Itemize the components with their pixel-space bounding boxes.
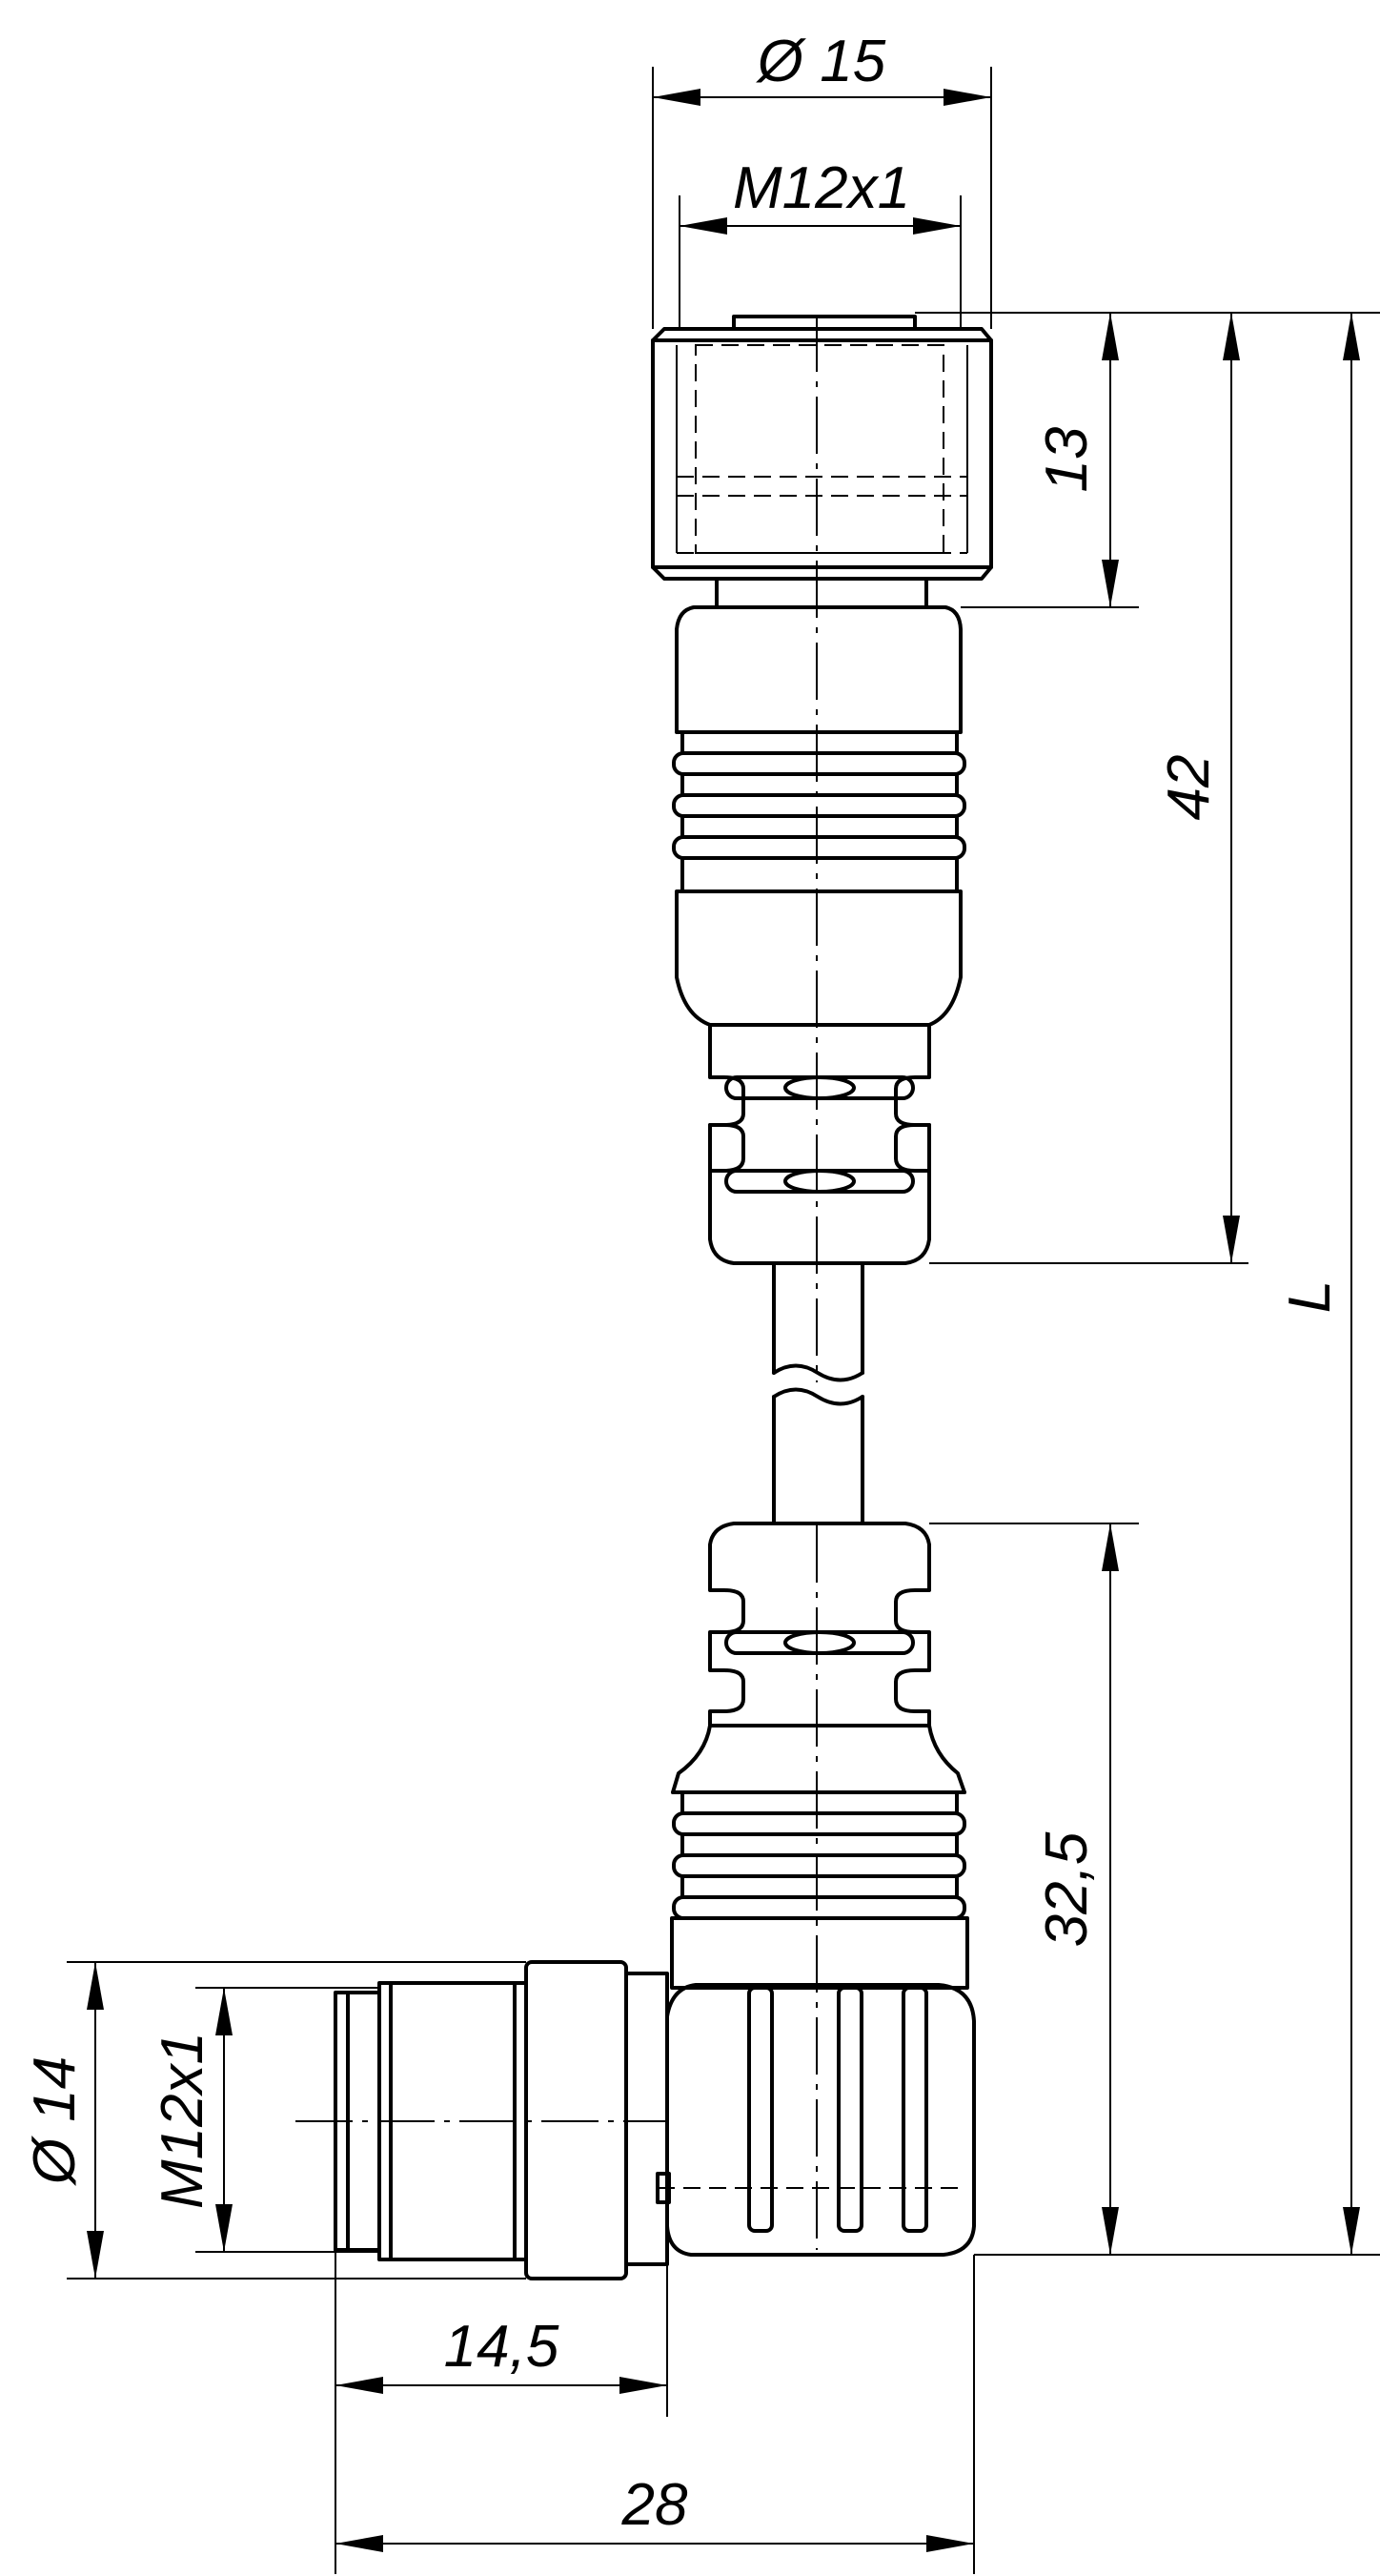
straight-connector (651, 315, 993, 1382)
side-connector (295, 1960, 671, 2280)
dim-straight-connector-length: 42 (1156, 755, 1222, 821)
grip-body (672, 605, 966, 1027)
neck (715, 577, 928, 609)
angled-connector (295, 1522, 976, 2280)
strain-relief (708, 1023, 931, 1265)
dimension-lines (67, 67, 1380, 2574)
dim-total-length: L (1277, 1280, 1343, 1313)
angled-grip-body (670, 1724, 969, 1990)
dim-bottom-outer-diameter: Ø 14 (22, 2056, 88, 2186)
dim-top-outer-diameter: Ø 15 (756, 29, 886, 94)
dim-bottom-thread: M12x1 (150, 2032, 215, 2209)
dim-top-thread: M12x1 (733, 155, 910, 221)
dim-angled-offset: 14,5 (444, 2314, 559, 2380)
angled-strain-relief (708, 1522, 931, 1728)
cable (772, 1261, 864, 1525)
angled-housing (658, 1983, 976, 2257)
coupling-nut (651, 315, 993, 581)
dim-angled-width: 28 (621, 2472, 688, 2538)
dimension-labels: Ø 15 M12x1 13 42 L 32,5 Ø 14 M12x1 14,5 … (22, 29, 1343, 2538)
dim-angled-connector-length: 32,5 (1034, 1831, 1100, 1947)
dim-coupling-nut-length: 13 (1034, 427, 1100, 493)
